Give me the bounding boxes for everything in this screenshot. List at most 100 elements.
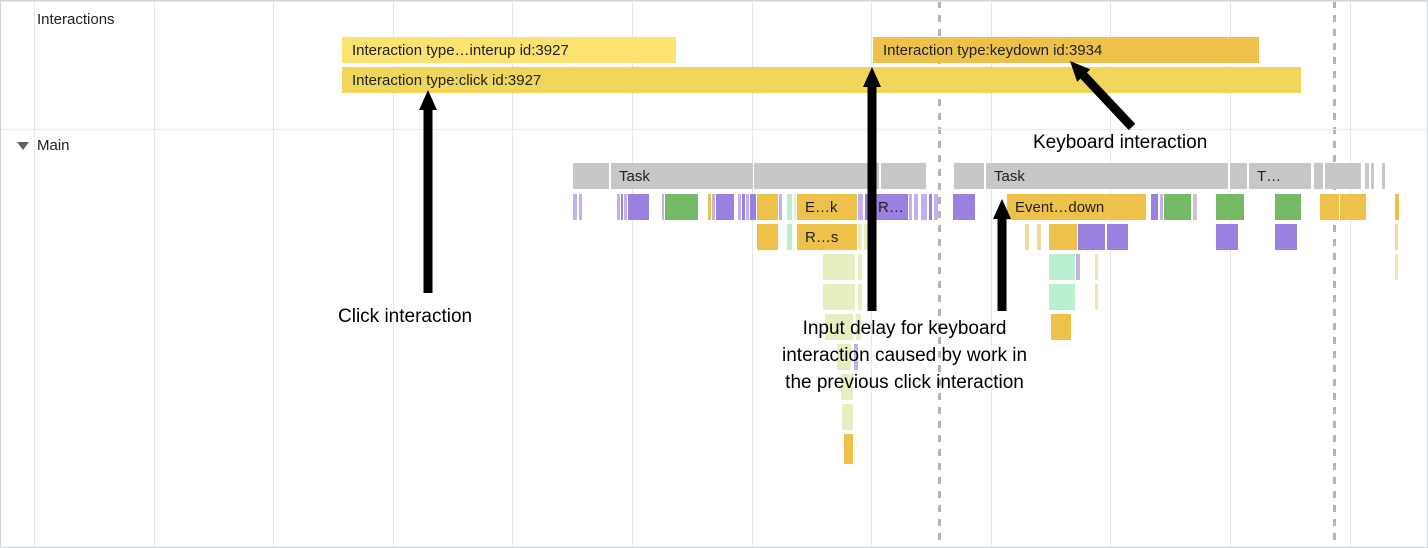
flame-row-1-frame-6[interactable] bbox=[662, 194, 664, 220]
track-separator-main bbox=[1, 129, 1427, 130]
task-bar-9[interactable] bbox=[1314, 163, 1323, 189]
flame-row-1-frame-4[interactable] bbox=[624, 194, 627, 220]
flame-row-1-frame-32[interactable] bbox=[1164, 194, 1191, 220]
task-bar-6-label: Task bbox=[994, 167, 1025, 185]
flame-row-6-frame-1[interactable] bbox=[854, 344, 858, 370]
flame-row-2-frame-7[interactable] bbox=[1049, 224, 1077, 250]
flame-row-3-frame-2[interactable] bbox=[1049, 254, 1075, 280]
flame-row-1-frame-22-label: R… bbox=[878, 198, 904, 216]
gridline-10 bbox=[1230, 1, 1231, 547]
task-bar-11[interactable] bbox=[1365, 163, 1369, 189]
flame-row-1-frame-16[interactable] bbox=[779, 194, 782, 220]
flame-row-2-frame-9[interactable] bbox=[1107, 224, 1128, 250]
task-bar-2[interactable]: Task bbox=[611, 163, 753, 189]
flame-row-1-frame-34[interactable] bbox=[1216, 194, 1244, 220]
flame-row-5-frame-2[interactable] bbox=[1051, 314, 1071, 340]
flame-row-5-frame-0[interactable] bbox=[825, 314, 853, 340]
flame-row-3-frame-3[interactable] bbox=[1076, 254, 1080, 280]
flame-row-2-frame-12[interactable] bbox=[1395, 224, 1398, 250]
interaction-keydown-3934[interactable]: Interaction type:keydown id:3934 bbox=[873, 37, 1259, 63]
flame-row-1-frame-21[interactable] bbox=[865, 194, 869, 220]
task-bar-13[interactable] bbox=[1382, 163, 1385, 189]
interaction-pointerup-3927[interactable]: Interaction type…interup id:3927 bbox=[342, 37, 676, 63]
flame-row-2-frame-5[interactable] bbox=[1025, 224, 1029, 250]
flame-row-4-frame-2[interactable] bbox=[1049, 284, 1075, 310]
flame-row-2-frame-0[interactable] bbox=[757, 224, 778, 250]
flame-row-2-frame-10[interactable] bbox=[1216, 224, 1238, 250]
flame-row-1-frame-35[interactable] bbox=[1275, 194, 1301, 220]
flame-row-1-frame-13[interactable] bbox=[746, 194, 749, 220]
flame-row-1-frame-38[interactable] bbox=[1395, 194, 1399, 220]
expander-triangle-icon[interactable] bbox=[17, 142, 29, 150]
flame-row-1-frame-27[interactable] bbox=[934, 194, 938, 220]
flame-row-1-frame-31[interactable] bbox=[1160, 194, 1163, 220]
flame-row-3-frame-1[interactable] bbox=[858, 254, 862, 280]
flame-row-4-frame-1[interactable] bbox=[858, 284, 862, 310]
flame-row-1-frame-26[interactable] bbox=[929, 194, 932, 220]
flame-row-2-frame-8[interactable] bbox=[1078, 224, 1105, 250]
flame-row-2-frame-4[interactable] bbox=[864, 224, 868, 250]
flame-row-2-frame-2-label: R…s bbox=[805, 228, 839, 246]
task-bar-1[interactable] bbox=[573, 163, 609, 189]
flame-row-1-frame-23[interactable] bbox=[909, 194, 912, 220]
flame-row-1-frame-5[interactable] bbox=[628, 194, 649, 220]
flame-row-1-frame-14[interactable] bbox=[750, 194, 756, 220]
task-bar-12[interactable] bbox=[1371, 163, 1374, 189]
gridline-3 bbox=[393, 1, 394, 547]
task-bar-2-label: Task bbox=[619, 167, 650, 185]
interaction-click-3927[interactable]: Interaction type:click id:3927 bbox=[342, 67, 1301, 93]
flame-row-1-frame-30[interactable] bbox=[1151, 194, 1158, 220]
flame-row-1-frame-10[interactable] bbox=[716, 194, 734, 220]
task-bar-10[interactable] bbox=[1325, 163, 1361, 189]
flame-row-9-frame-0[interactable] bbox=[844, 434, 853, 464]
flame-row-4-frame-0[interactable] bbox=[823, 284, 855, 310]
flame-row-1-frame-25[interactable] bbox=[921, 194, 927, 220]
flame-row-2-frame-11[interactable] bbox=[1275, 224, 1297, 250]
flame-row-2-frame-1[interactable] bbox=[787, 224, 792, 250]
flame-row-1-frame-29-label: Event…down bbox=[1015, 198, 1105, 216]
gridline-2 bbox=[273, 1, 274, 547]
task-bar-8[interactable]: T… bbox=[1249, 163, 1311, 189]
task-bar-6[interactable]: Task bbox=[986, 163, 1228, 189]
track-label-interactions: Interactions bbox=[37, 11, 115, 28]
task-bar-4[interactable] bbox=[881, 163, 926, 189]
flame-row-2-frame-3[interactable] bbox=[858, 224, 862, 250]
flame-row-1-frame-36[interactable] bbox=[1320, 194, 1339, 220]
flame-row-6-frame-0[interactable] bbox=[837, 344, 851, 370]
flame-row-8-frame-0[interactable] bbox=[842, 404, 853, 430]
flame-row-1-frame-29[interactable]: Event…down bbox=[1007, 194, 1146, 220]
flame-row-1-frame-22[interactable]: R… bbox=[870, 194, 908, 220]
task-bar-5[interactable] bbox=[954, 163, 984, 189]
flame-row-1-frame-0[interactable] bbox=[573, 194, 577, 220]
flame-row-1-frame-8[interactable] bbox=[708, 194, 711, 220]
flame-row-1-frame-7[interactable] bbox=[665, 194, 698, 220]
flame-row-1-frame-17[interactable] bbox=[787, 194, 792, 220]
flame-row-2-frame-2[interactable]: R…s bbox=[797, 224, 857, 250]
flame-row-1-frame-12[interactable] bbox=[742, 194, 745, 220]
flame-row-1-frame-11[interactable] bbox=[738, 194, 741, 220]
flame-row-1-frame-37[interactable] bbox=[1340, 194, 1366, 220]
annotation-click-interaction-text: Click interaction bbox=[338, 306, 473, 327]
task-bar-3[interactable] bbox=[754, 163, 879, 189]
flame-row-1-frame-24[interactable] bbox=[914, 194, 918, 220]
flame-row-5-frame-1[interactable] bbox=[856, 314, 861, 340]
flame-row-7-frame-0[interactable] bbox=[841, 374, 853, 400]
flame-row-1-frame-2[interactable] bbox=[617, 194, 620, 220]
flame-row-3-frame-0[interactable] bbox=[823, 254, 855, 280]
flame-row-1-frame-20[interactable] bbox=[858, 194, 863, 220]
flame-row-3-frame-4[interactable] bbox=[1095, 254, 1098, 280]
flame-row-1-frame-1[interactable] bbox=[579, 194, 582, 220]
flame-row-1-frame-9[interactable] bbox=[712, 194, 715, 220]
flame-row-4-frame-3[interactable] bbox=[1095, 284, 1098, 310]
flame-row-3-frame-5[interactable] bbox=[1395, 254, 1398, 280]
flame-row-1-frame-15[interactable] bbox=[757, 194, 778, 220]
task-bar-8-label: T… bbox=[1257, 167, 1282, 185]
flame-row-1-frame-33[interactable] bbox=[1193, 194, 1197, 220]
track-label-main[interactable]: Main bbox=[37, 137, 70, 154]
flame-row-1-frame-3[interactable] bbox=[621, 194, 623, 220]
flame-row-1-frame-18[interactable] bbox=[794, 194, 796, 220]
flame-row-2-frame-6[interactable] bbox=[1037, 224, 1041, 250]
task-bar-7[interactable] bbox=[1230, 163, 1247, 189]
flame-row-1-frame-19[interactable]: E…k bbox=[797, 194, 857, 220]
flame-row-1-frame-28[interactable] bbox=[953, 194, 975, 220]
